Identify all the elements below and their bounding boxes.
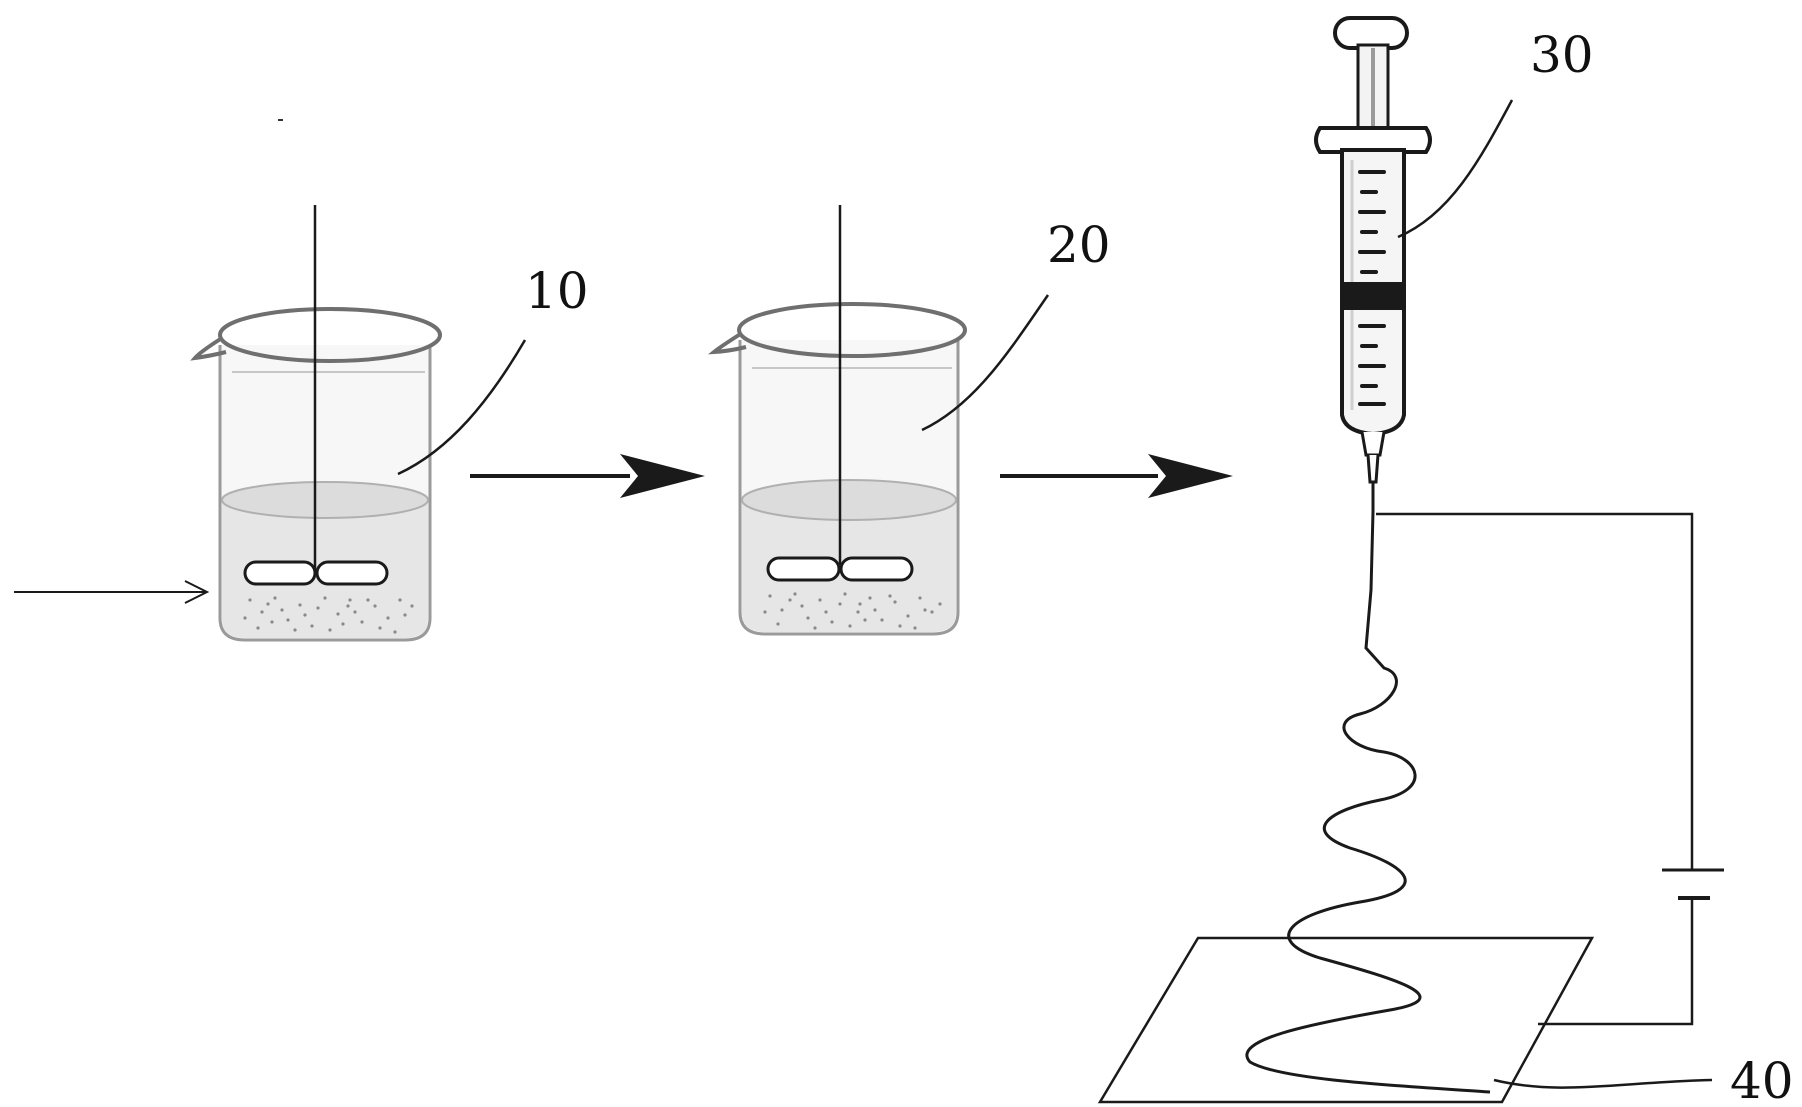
label-20: 20 <box>1047 216 1111 274</box>
process-arrow-2-head <box>1148 454 1233 498</box>
label-40-leader <box>1493 1078 1713 1089</box>
syringe-plunger-seal <box>1343 282 1403 310</box>
beaker-1-stir-bar-left <box>243 560 317 586</box>
beaker-1-liquid-surface <box>221 481 429 519</box>
syringe <box>1314 16 1432 512</box>
beaker-2-spout <box>708 331 747 355</box>
beaker-2-liquid-surface <box>741 479 957 521</box>
circuit-wire-bottom <box>1538 898 1694 1026</box>
beaker-2-rim <box>737 302 967 358</box>
beaker-2-stir-bar-left <box>766 556 841 582</box>
beaker-1-particles <box>243 596 414 634</box>
beaker-2-stir-bar-right <box>839 556 914 582</box>
voltage-circuit <box>1376 512 1724 1026</box>
beaker-2-particles <box>763 592 942 630</box>
fiber-jet <box>1245 511 1491 1094</box>
label-20-leader <box>921 294 1050 432</box>
label-30: 30 <box>1530 26 1594 84</box>
beaker-1-rim <box>218 307 442 363</box>
label-30-leader <box>1397 99 1514 239</box>
process-arrow-1-head <box>620 454 705 498</box>
beaker-2 <box>708 205 967 636</box>
input-arrow-head <box>184 580 210 604</box>
beaker-1-spout <box>190 336 227 361</box>
beaker-1-stir-bar-right <box>315 560 389 586</box>
circuit-wire-top <box>1376 512 1694 870</box>
collector-plate <box>1097 936 1595 1104</box>
label-40: 40 <box>1730 1052 1794 1107</box>
syringe-flange <box>1314 126 1432 154</box>
syringe-needle <box>1366 454 1380 484</box>
beaker-1 <box>190 205 442 642</box>
label-10-leader <box>397 339 527 476</box>
syringe-graduations <box>1358 170 1386 406</box>
label-10: 10 <box>525 262 589 320</box>
syringe-hub <box>1360 431 1386 457</box>
